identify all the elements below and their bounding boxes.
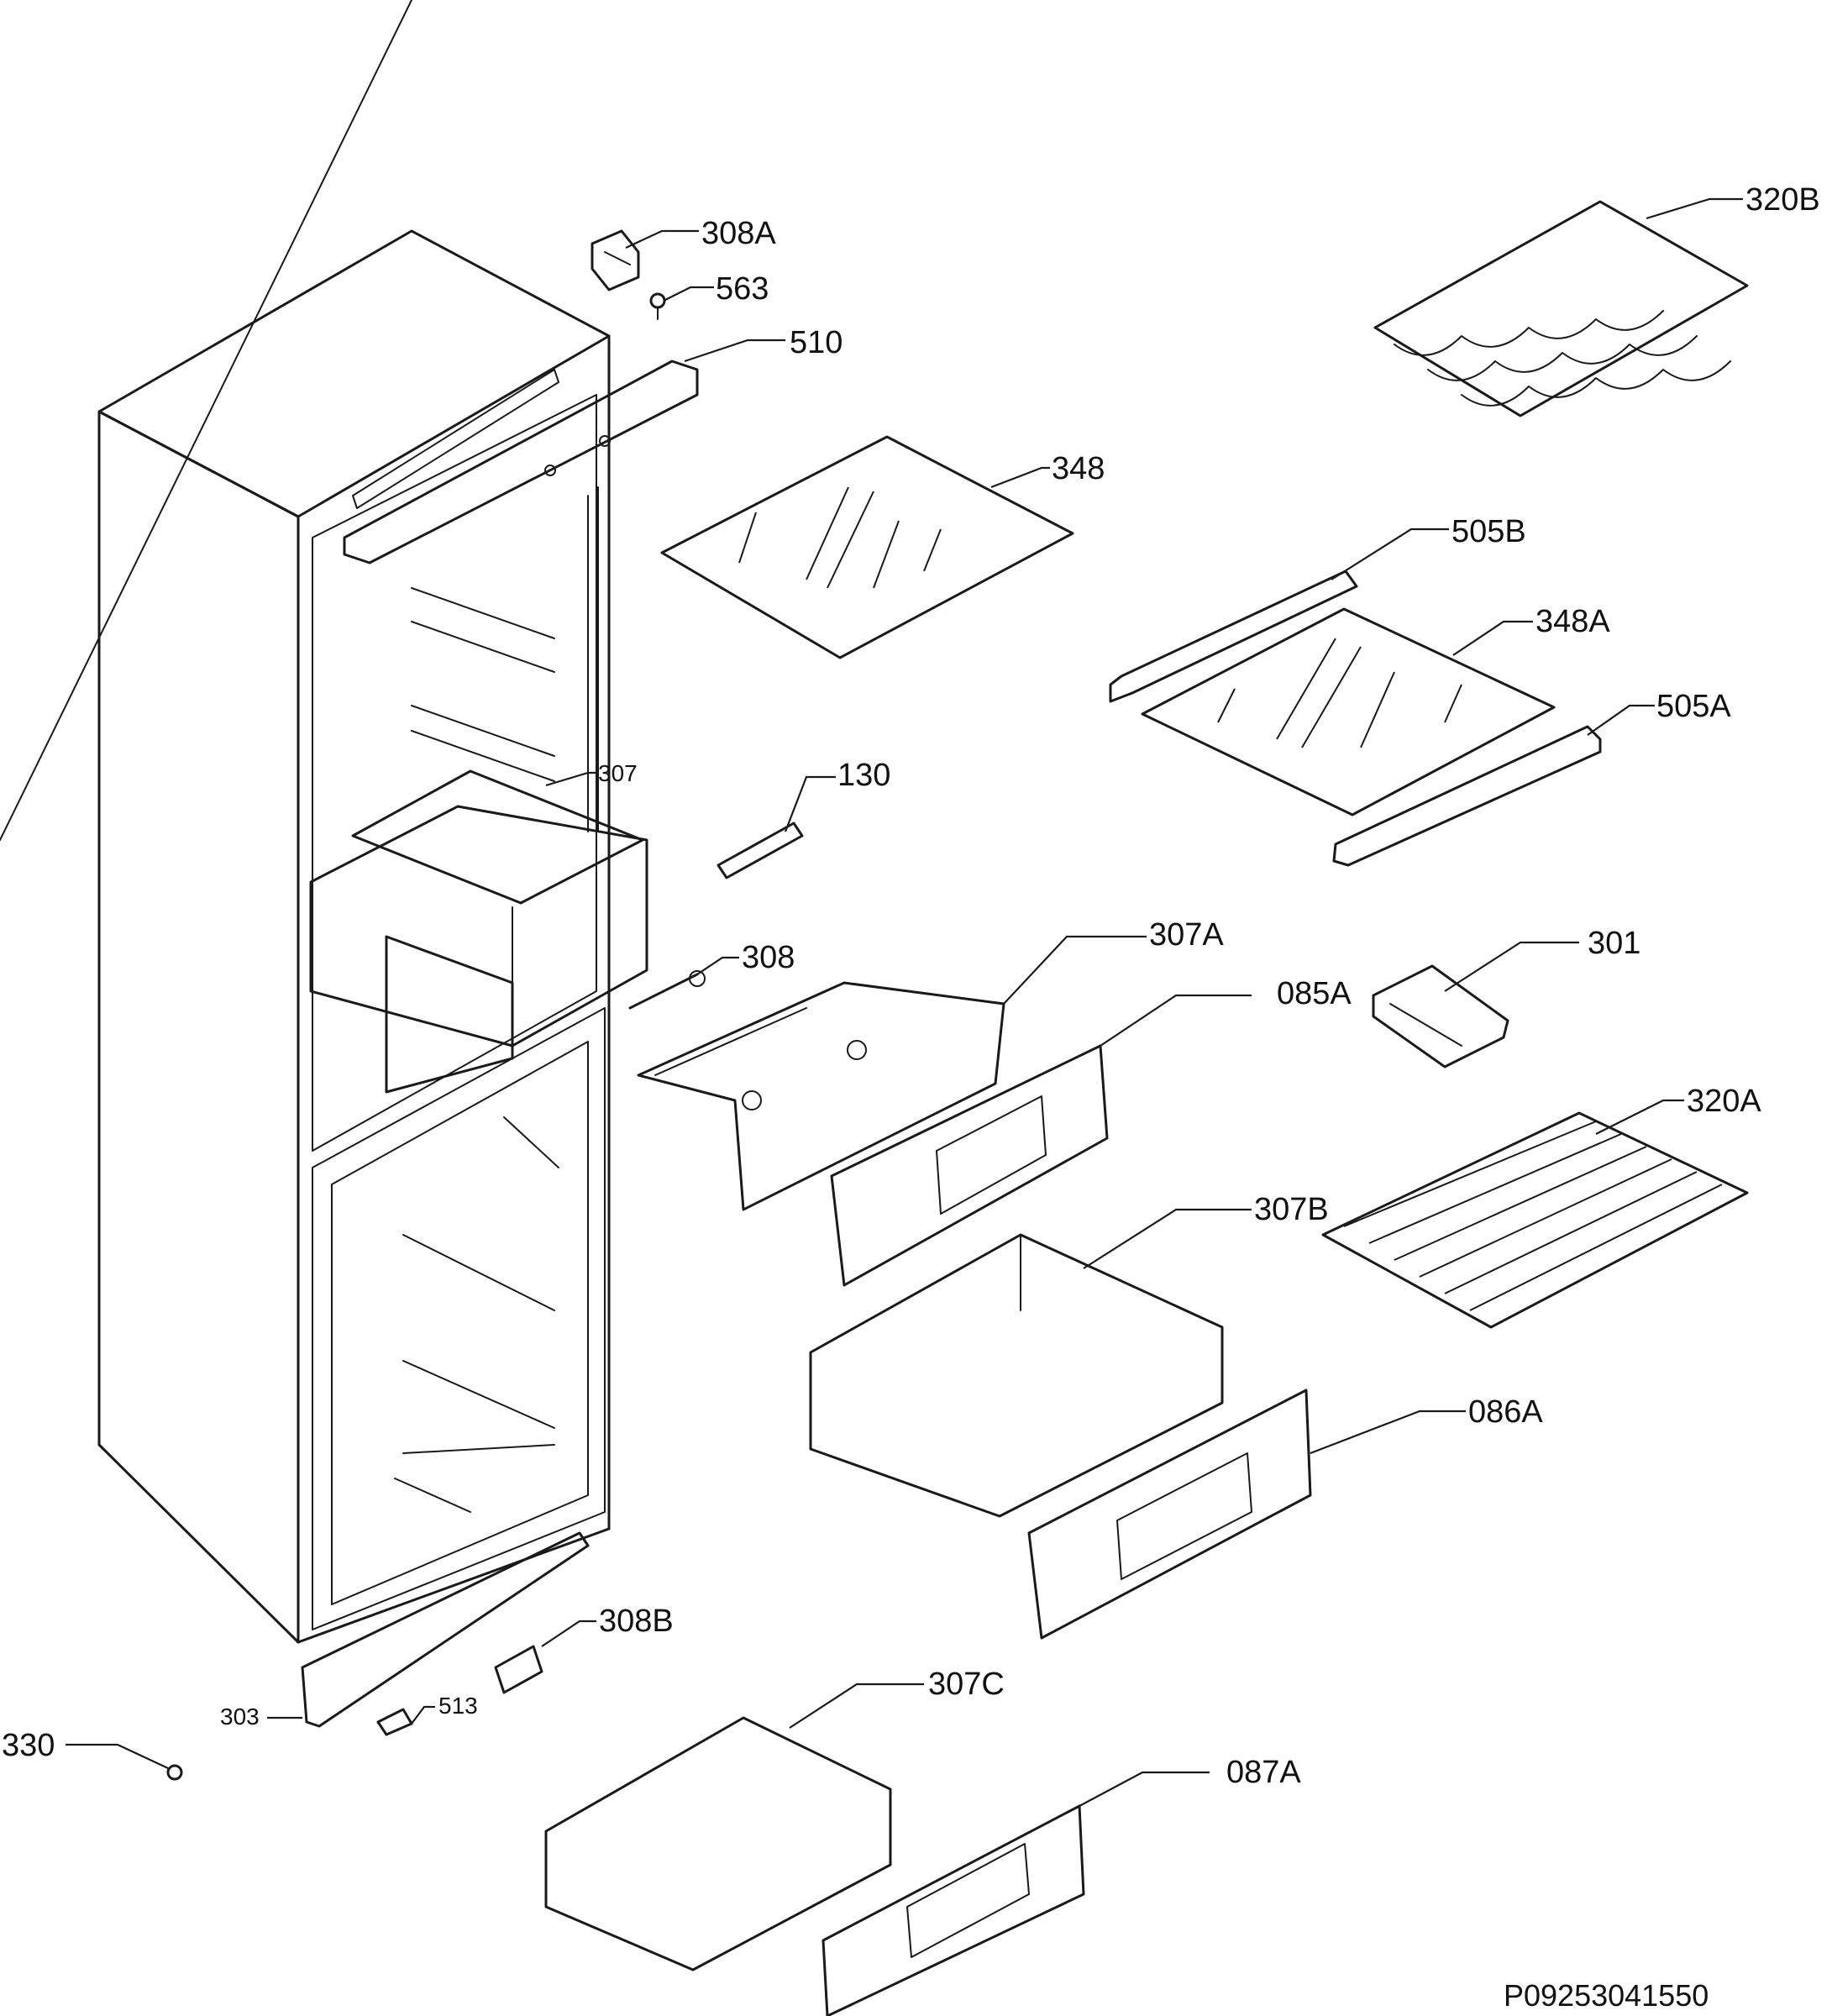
hinge-top bbox=[591, 229, 640, 291]
callout-307: 307 bbox=[598, 760, 638, 786]
screw-563 bbox=[649, 292, 666, 320]
drawer-307C bbox=[544, 1716, 892, 1971]
glass-shelf bbox=[660, 435, 1074, 659]
callout-308A: 308A bbox=[701, 216, 776, 251]
leader-lines bbox=[66, 197, 1743, 1807]
callout-307B: 307B bbox=[1254, 1192, 1329, 1227]
callout-303: 303 bbox=[220, 1704, 260, 1730]
callout-085A: 085A bbox=[1277, 976, 1352, 1011]
shelf-with-trims bbox=[1109, 570, 1602, 867]
control-panel bbox=[343, 360, 699, 564]
callout-087A: 087A bbox=[1226, 1755, 1301, 1790]
foot-330 bbox=[166, 1764, 183, 1781]
callout-307C: 307C bbox=[928, 1667, 1005, 1702]
callout-505A: 505A bbox=[1656, 689, 1731, 724]
rail-308 bbox=[628, 970, 706, 1010]
drawer-307B bbox=[809, 1233, 1224, 1518]
callout-348A: 348A bbox=[1535, 604, 1610, 639]
callout-320A: 320A bbox=[1687, 1084, 1761, 1119]
callout-307A: 307A bbox=[1149, 917, 1224, 953]
ice-tray bbox=[1372, 964, 1509, 1068]
wine-rack bbox=[1373, 200, 1749, 417]
hinge-bottom bbox=[494, 1645, 543, 1694]
kick-plate bbox=[301, 1531, 590, 1728]
drawing-code: P09253041550 bbox=[1504, 1978, 1709, 2013]
callout-308B: 308B bbox=[599, 1604, 674, 1639]
drawer-front-086A bbox=[1027, 1389, 1312, 1640]
callout-563: 563 bbox=[716, 271, 769, 307]
cabinet bbox=[0, 0, 611, 1644]
callout-308: 308 bbox=[742, 940, 795, 975]
callout-348: 348 bbox=[1052, 451, 1105, 486]
drawer-front-085A bbox=[830, 1044, 1109, 1287]
callout-330: 330 bbox=[2, 1728, 55, 1763]
drawer-307A bbox=[637, 981, 1005, 1211]
clip-513 bbox=[376, 1708, 413, 1736]
wire-shelf bbox=[1321, 1111, 1749, 1329]
freezer-baskets bbox=[309, 769, 648, 1094]
callout-130: 130 bbox=[837, 758, 890, 793]
callout-301: 301 bbox=[1588, 926, 1640, 961]
callout-505B: 505B bbox=[1451, 514, 1526, 549]
callout-320B: 320B bbox=[1745, 182, 1820, 218]
bracket-130 bbox=[717, 822, 804, 879]
drawer-front-087A bbox=[822, 1804, 1085, 2016]
callout-labels: 308A 563 510 320B 348 505B 348A 505A 307… bbox=[2, 182, 1820, 1790]
callout-510: 510 bbox=[790, 325, 843, 360]
callout-513: 513 bbox=[438, 1693, 478, 1719]
callout-086A: 086A bbox=[1468, 1394, 1543, 1430]
